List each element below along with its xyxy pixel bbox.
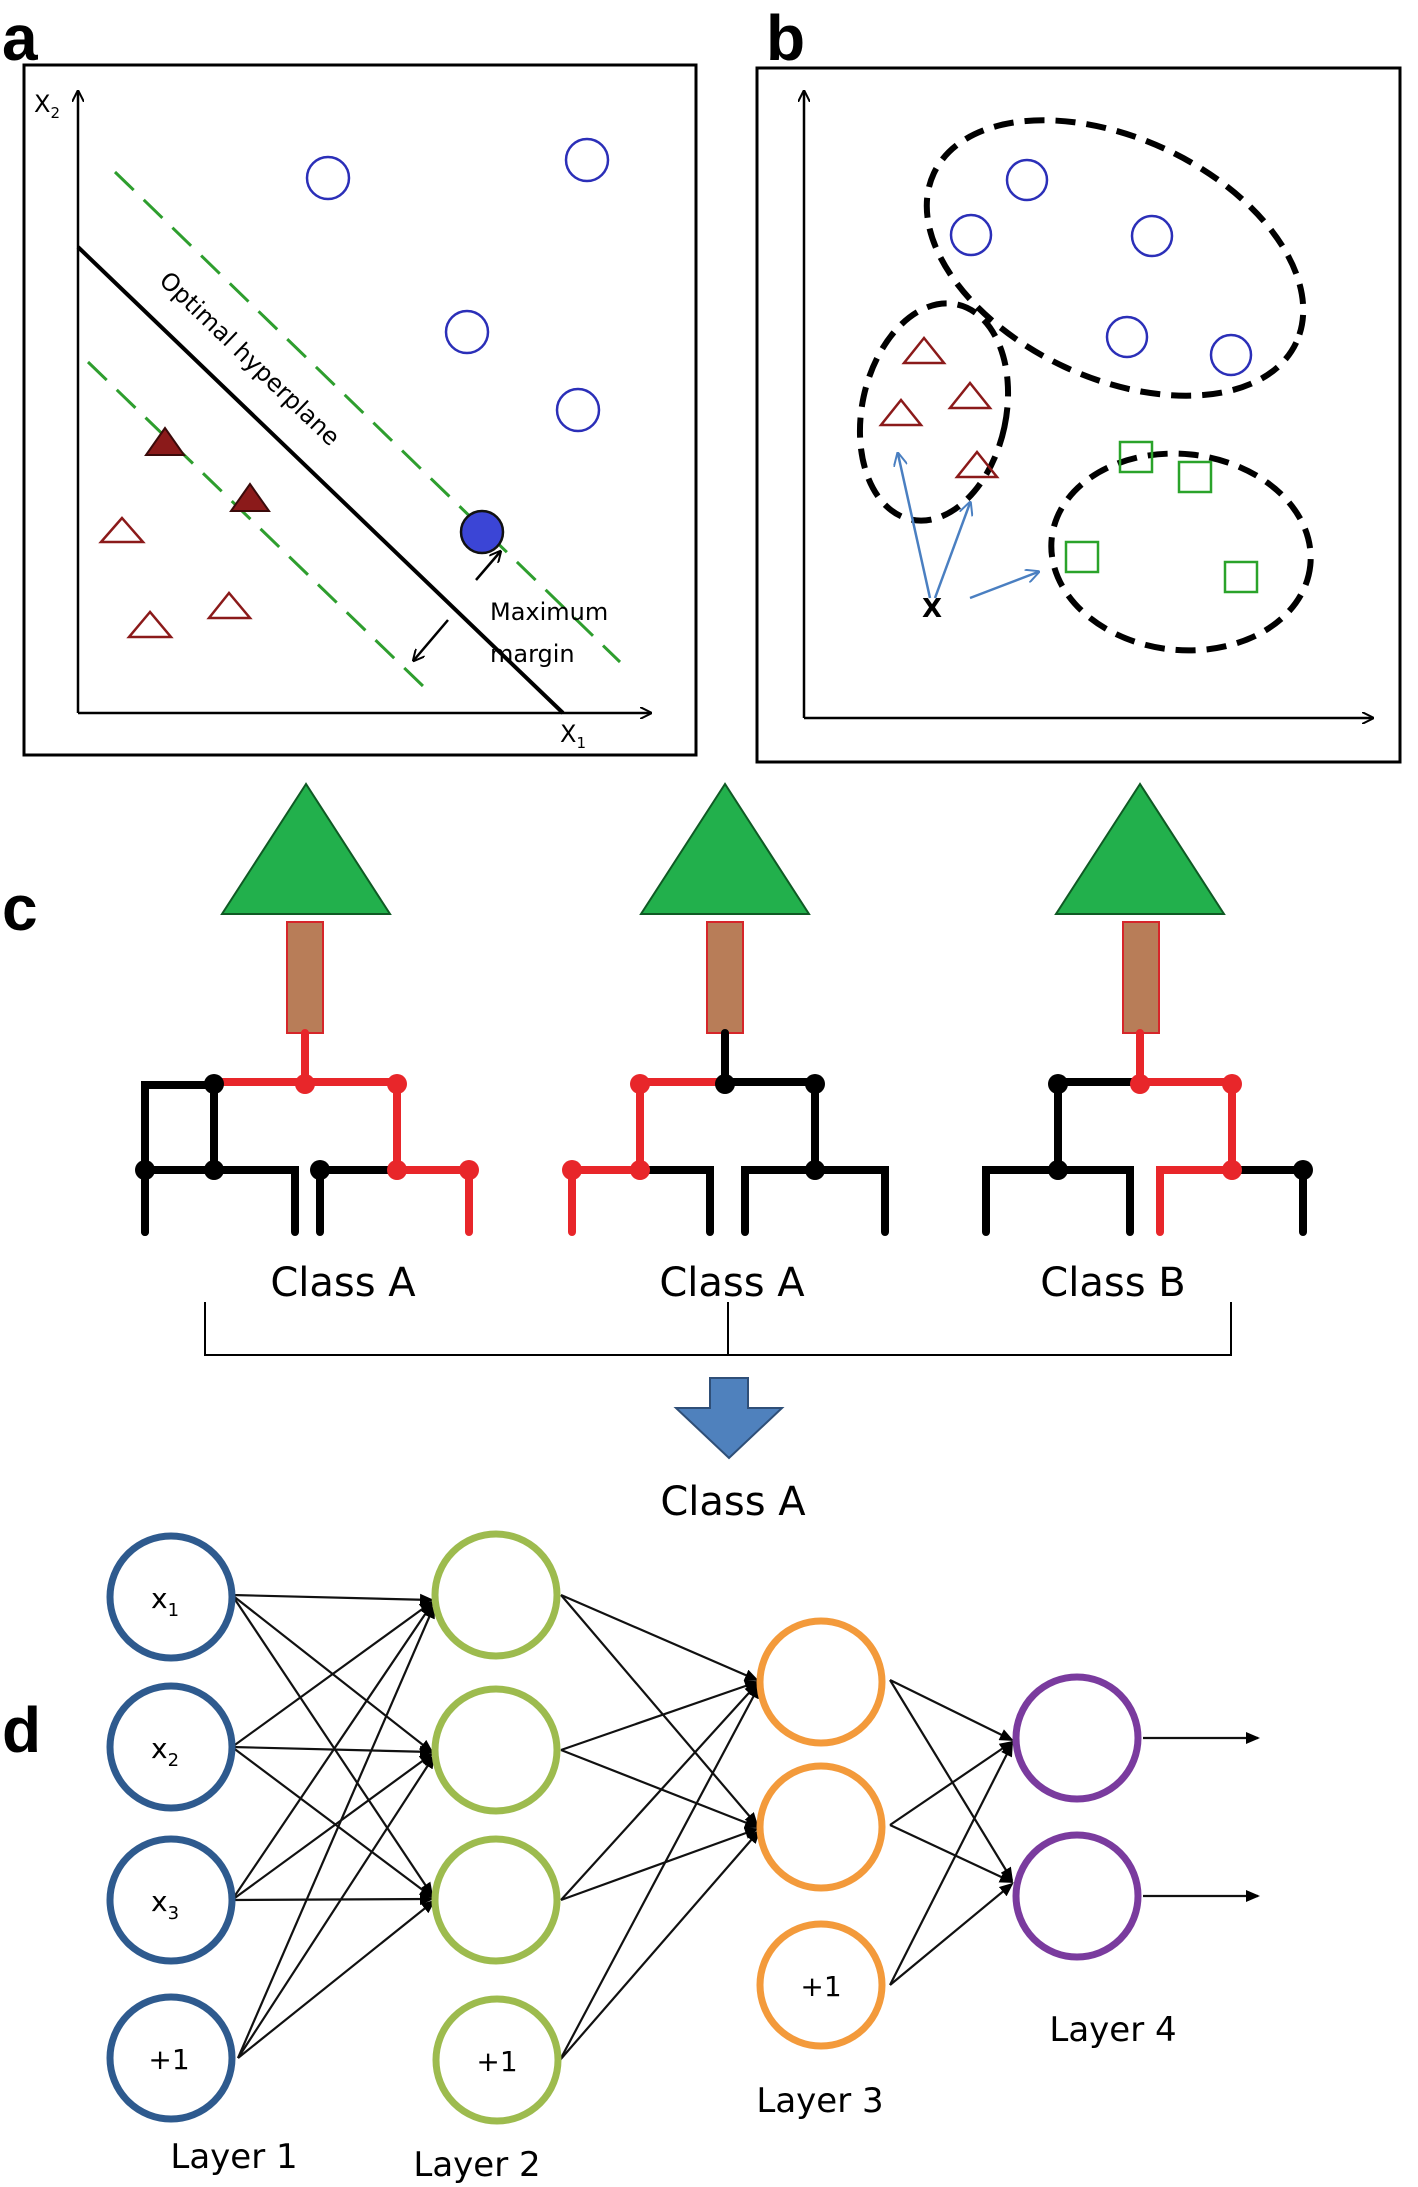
bias-node <box>432 1995 562 2125</box>
margin-arrow-down <box>414 619 449 660</box>
decision-tree-2: Class A <box>562 782 889 1306</box>
triangle-cluster-boundary <box>856 300 1012 524</box>
hidden-node <box>431 1835 561 1965</box>
class-triangle <box>947 380 993 410</box>
output-node <box>1012 1831 1142 1961</box>
panel-a-frame <box>22 63 698 757</box>
tree-3-class-label: Class B <box>1040 1260 1185 1306</box>
margin-arrow-up <box>475 552 500 581</box>
class-circle <box>564 137 610 183</box>
output-node <box>1012 1673 1142 1803</box>
lower-margin-line <box>86 360 427 690</box>
panel-b-label: b <box>766 2 805 74</box>
tree-trunk <box>706 921 744 1034</box>
panel-a: a X2 X1 Optimal hyperplane Maximum margi… <box>2 2 698 757</box>
square-cluster-boundary <box>1048 450 1314 654</box>
class-circle <box>1209 333 1253 377</box>
support-vector-triangle <box>144 426 186 456</box>
layer-1: x1 x2 x3 +1 Layer 1 <box>106 1532 298 2177</box>
hidden-node <box>756 1762 886 1892</box>
panel-b: b X <box>755 2 1402 764</box>
class-square <box>1118 440 1154 474</box>
panel-d-label: d <box>2 1694 41 1766</box>
panel-a-label: a <box>2 2 38 74</box>
tree-2-class-label: Class A <box>659 1260 805 1306</box>
tree-trunk <box>1122 921 1160 1034</box>
class-square <box>1064 540 1100 574</box>
class-circle <box>1105 315 1149 359</box>
decision-tree-3: Class B <box>982 782 1313 1306</box>
class-triangle <box>878 397 924 427</box>
x2-axis-label: X2 <box>34 90 60 122</box>
layer-4: Layer 4 <box>1012 1673 1177 2050</box>
x1-axis-label: X1 <box>560 720 586 752</box>
neighbor-arrow <box>933 503 970 599</box>
hyperplane-label: Optimal hyperplane <box>154 266 345 451</box>
tree-canopy <box>639 782 811 915</box>
hidden-node <box>756 1617 886 1747</box>
decision-tree-1: Class A <box>135 782 479 1306</box>
input-node-label: x3 <box>151 1885 179 1924</box>
panel-c: c Class A <box>2 782 1313 1525</box>
layer-1-label: Layer 1 <box>170 2137 297 2177</box>
vote-down-arrow <box>673 1377 785 1460</box>
panel-c-label: c <box>2 872 38 944</box>
class-triangle <box>98 516 146 544</box>
bias-node <box>756 1920 886 2050</box>
bias-node-label: +1 <box>148 2043 189 2076</box>
final-class-label: Class A <box>660 1479 806 1525</box>
class-circle <box>555 387 601 433</box>
layer-2-label: Layer 2 <box>413 2145 540 2185</box>
class-circle <box>305 155 351 201</box>
class-triangle <box>126 610 174 639</box>
class-triangle <box>901 335 947 365</box>
circle-cluster-boundary <box>923 117 1307 399</box>
layer-3: +1 Layer 3 <box>756 1617 886 2121</box>
class-square <box>1177 460 1213 494</box>
vote-bracket <box>204 1302 1232 1356</box>
tree-canopy <box>220 782 392 915</box>
margin-label-line1: Maximum <box>490 598 608 626</box>
neighbor-arrow <box>898 454 932 599</box>
layer-4-label: Layer 4 <box>1049 2010 1176 2050</box>
class-circle <box>444 309 490 355</box>
input-node-label: x1 <box>151 1582 179 1621</box>
support-vector-circle <box>459 509 505 555</box>
class-square <box>1223 560 1259 594</box>
tree-canopy <box>1054 782 1226 915</box>
query-point-label: X <box>922 594 942 624</box>
input-node <box>106 1532 236 1662</box>
margin-label-line2: margin <box>490 640 575 668</box>
input-node-label: x2 <box>151 1732 179 1771</box>
hidden-node <box>431 1685 561 1815</box>
class-circle <box>1130 214 1174 258</box>
input-node <box>106 1682 236 1812</box>
hidden-node <box>431 1530 561 1660</box>
class-circle <box>1005 158 1049 202</box>
bias-node-label: +1 <box>800 1970 841 2003</box>
upper-margin-line <box>113 170 622 664</box>
tree-1-class-label: Class A <box>270 1260 416 1306</box>
tree-trunk <box>286 921 324 1034</box>
input-node <box>106 1835 236 1965</box>
panel-d: d <box>2 1530 1260 2185</box>
class-triangle <box>954 449 1000 479</box>
class-circle <box>949 213 993 257</box>
layer-3-label: Layer 3 <box>756 2081 883 2121</box>
layer-2: +1 Layer 2 <box>413 1530 562 2185</box>
panel-b-frame <box>755 66 1402 764</box>
support-vector-triangle <box>229 482 271 512</box>
class-triangle <box>206 591 253 620</box>
bias-node <box>106 1993 236 2123</box>
bias-node-label: +1 <box>476 2045 517 2078</box>
neighbor-arrow <box>969 572 1038 600</box>
optimal-hyperplane-line <box>76 245 565 715</box>
